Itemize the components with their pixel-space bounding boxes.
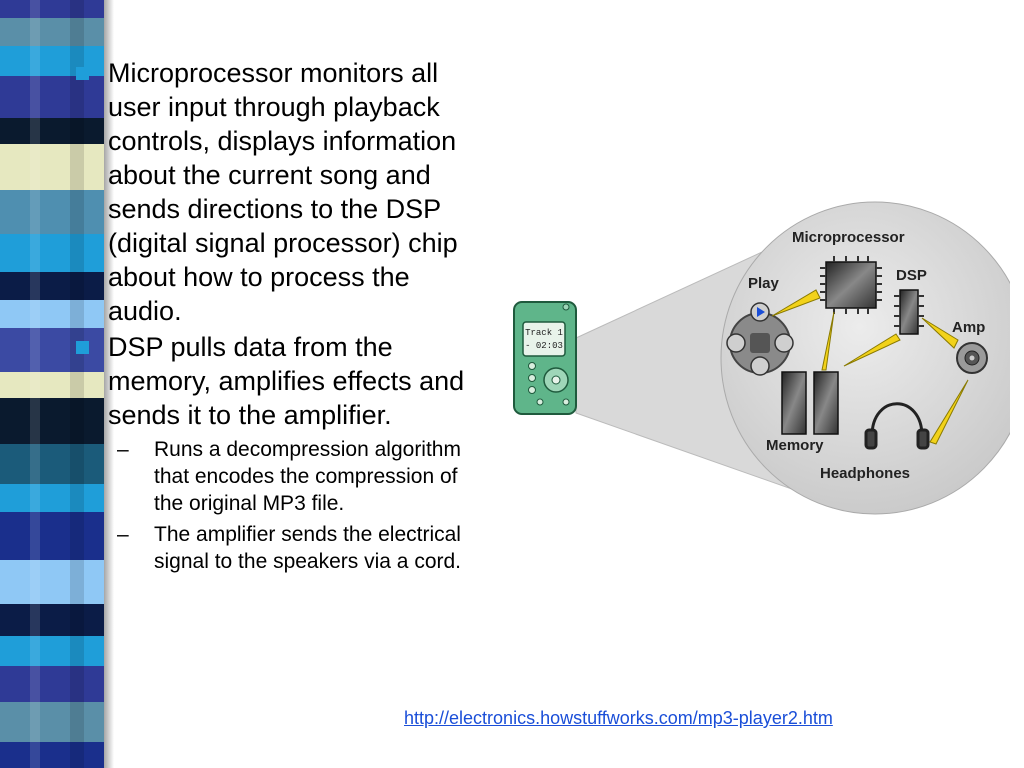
arrow-cpu-to-memory — [821, 311, 835, 371]
label-microprocessor: Microprocessor — [792, 229, 905, 246]
source-link[interactable]: http://electronics.howstuffworks.com/mp3… — [404, 708, 833, 728]
mp3-player-icon — [513, 301, 577, 415]
headphones-icon — [864, 402, 930, 450]
sub-bullet-amplifier: – The amplifier sends the electrical sig… — [70, 521, 484, 575]
decorative-stripe — [0, 0, 104, 768]
memory-chips-icon — [781, 371, 839, 435]
dsp-chip-icon — [894, 289, 924, 335]
arrow-dsp-to-amp — [921, 317, 959, 349]
stripe-shadow — [104, 0, 114, 768]
dash-marker: – — [117, 523, 129, 546]
sub-bullet-text: The amplifier sends the electrical signa… — [154, 523, 462, 573]
label-headphones: Headphones — [820, 465, 910, 482]
microprocessor-chip-icon — [820, 256, 882, 314]
sub-bullet-text: Runs a decompression algorithm that enco… — [154, 438, 461, 515]
bullet-square-icon — [76, 67, 89, 80]
label-play: Play — [748, 275, 780, 292]
arrow-amp-to-headphones — [929, 379, 969, 445]
bullet-dsp: DSP pulls data from the memory, amplifie… — [70, 330, 490, 432]
label-dsp: DSP — [896, 267, 927, 284]
player-screen-line1: Track 1 — [525, 328, 563, 338]
arrow-play-to-cpu — [771, 289, 821, 317]
bullet-text: Microprocessor monitors all user input t… — [108, 58, 458, 326]
bullet-microprocessor: Microprocessor monitors all user input t… — [70, 56, 490, 328]
bullet-square-icon — [76, 341, 89, 354]
sub-bullet-decompression: – Runs a decompression algorithm that en… — [70, 436, 484, 517]
amp-speaker-icon — [956, 342, 988, 374]
label-memory: Memory — [766, 437, 824, 454]
arrow-memory-to-dsp — [843, 333, 901, 367]
signal-arrows — [771, 289, 969, 445]
bullet-list: Microprocessor monitors all user input t… — [70, 56, 490, 575]
playback-controls-icon — [726, 302, 794, 376]
label-amp: Amp — [952, 319, 985, 336]
player-screen-line2: - 02:03 — [525, 341, 563, 351]
bullet-text: DSP pulls data from the memory, amplifie… — [108, 332, 465, 430]
mp3-player-diagram: Track 1 - 02:03 — [513, 201, 1010, 515]
dash-marker: – — [117, 438, 129, 461]
